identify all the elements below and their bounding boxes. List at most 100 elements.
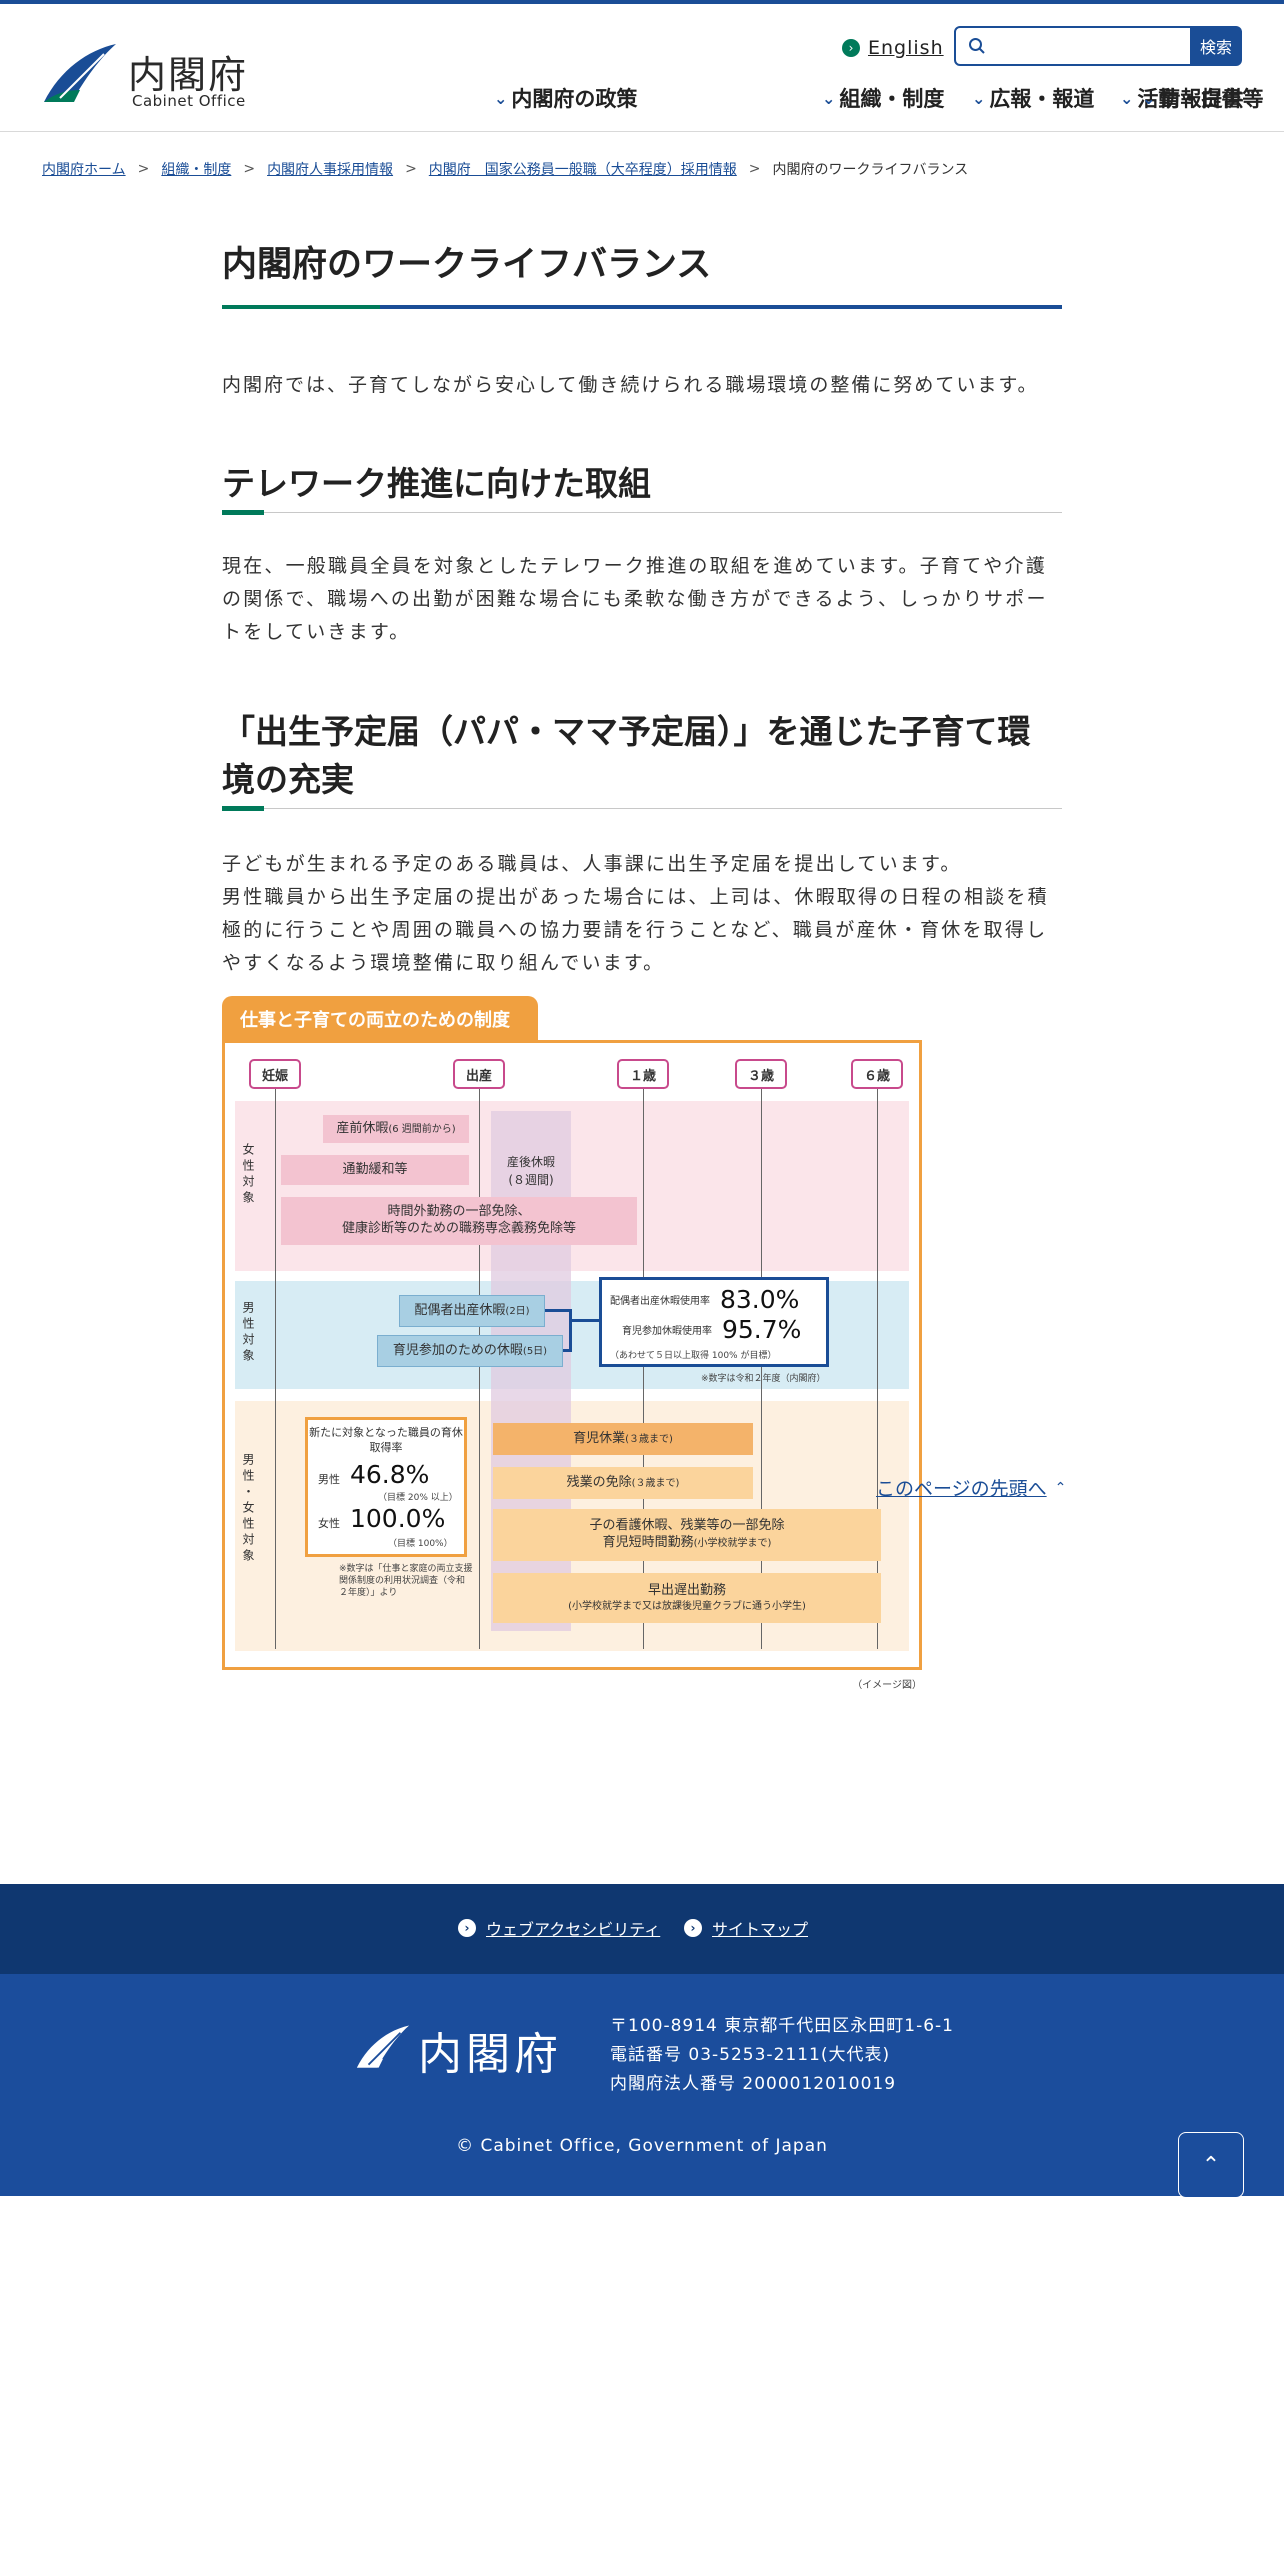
figure-tab-title: 仕事と子育ての両立のための制度 (222, 996, 538, 1042)
page-top-link[interactable]: このページの先頭へ ⌃ (876, 1474, 1066, 1501)
postnatal-label: 産後休暇(８週間) (491, 1153, 571, 1189)
connector-line (569, 1319, 599, 1322)
milestone-birth: 出産 (453, 1059, 505, 1089)
nav-item-info[interactable]: ⌄情報提供 (1142, 80, 1243, 116)
band-label-female: 女性対象 (241, 1143, 255, 1207)
bar-commute-relief: 通勤緩和等 (281, 1155, 469, 1185)
back-to-top-button[interactable]: ⌃ (1178, 2132, 1244, 2198)
chevron-down-icon: ⌄ (1142, 88, 1156, 108)
work-life-figure: 仕事と子育ての両立のための制度 女性対象 男性対象 男性・女性対象 産後休暇(８… (222, 996, 922, 1691)
search-button[interactable]: 検索 (1190, 26, 1242, 66)
chevron-up-icon: ⌃ (1054, 1479, 1067, 1496)
logo-leaf-icon (44, 44, 116, 102)
bar-childcare-participation-leave: 育児参加のための休暇(5日) (377, 1335, 563, 1367)
chevron-down-icon: ⌄ (822, 88, 836, 108)
band-label-both: 男性・女性対象 (241, 1453, 255, 1565)
timeline-line (761, 1089, 762, 1649)
site-logo[interactable]: 内閣府 Cabinet Office (40, 40, 270, 110)
participation-note: (5日) (522, 1345, 548, 1357)
bar-nursing-leave: 子の看護休暇、残業等の一部免除育児短時間勤務(小学校就学まで) (493, 1509, 881, 1561)
spouse-leave-text: 配偶者出産休暇 (414, 1302, 506, 1318)
connector-line (569, 1309, 572, 1352)
prenatal-text: 産前休暇 (336, 1120, 389, 1136)
rate1-label: 配偶者出産休暇使用率 (610, 1295, 710, 1307)
breadcrumb-organization[interactable]: 組織・制度 (161, 162, 232, 178)
connector-line (563, 1349, 571, 1352)
globe-icon: › (842, 39, 860, 57)
section-heading-telework: テレワーク推進に向けた取組 (222, 460, 1062, 515)
timeline-line (877, 1089, 878, 1649)
overtime-line-1: 時間外勤務の一部免除、 (387, 1204, 531, 1220)
breadcrumb-home[interactable]: 内閣府ホーム (42, 162, 126, 178)
timeline-line (479, 1089, 480, 1649)
nursing-line-2: 育児短時間勤務 (602, 1535, 694, 1550)
copyright: © Cabinet Office, Government of Japan (456, 2136, 828, 2156)
childcare-leave-note: (３歳まで) (625, 1433, 673, 1445)
connector-line (545, 1309, 571, 1312)
childcare-leave-text: 育児休業 (573, 1430, 626, 1446)
milestone-pregnancy: 妊娠 (249, 1059, 301, 1089)
english-link[interactable]: › English (842, 34, 944, 62)
footer-link-sitemap[interactable]: › サイトマップ (684, 1916, 808, 1940)
male-value: 46.8% (350, 1460, 430, 1489)
nav-item-organization[interactable]: ⌄組織・制度 (822, 80, 944, 116)
overtime-exempt-text: 残業の免除 (566, 1474, 632, 1490)
page-title: 内閣府のワークライフバランス (222, 236, 1062, 309)
nav-item-label: 広報・報道 (989, 87, 1095, 111)
male-label: 男性 (318, 1473, 340, 1486)
main-content: 内閣府のワークライフバランス 内閣府では、子育てしながら安心して働き続けられる職… (222, 236, 1062, 1691)
logo-text-en: Cabinet Office (132, 92, 246, 110)
timeline-line (275, 1089, 276, 1649)
footer-link-label: サイトマップ (712, 1920, 809, 1939)
site-footer: 内閣府 〒100-8914 東京都千代田区永田町1-6-1 電話番号 03-52… (0, 1974, 1284, 2196)
footer-link-label: ウェブアクセシビリティ (486, 1920, 661, 1939)
page-top-link-label: このページの先頭へ (876, 1478, 1047, 1500)
female-value: 100.0% (350, 1504, 446, 1533)
section-heading-birth-notice: 「出生予定届（パパ・ママ予定届）」を通じた子育て環境の充実 (222, 708, 1062, 811)
breadcrumb-recruitment[interactable]: 内閣府人事採用情報 (267, 162, 394, 178)
breadcrumb-separator: > (405, 161, 417, 177)
nav-item-label: 内閣府の政策 (511, 87, 638, 111)
section-body-birth-notice-1: 子どもが生まれる予定のある職員は、人事課に出生予定届を提出しています。 (222, 853, 962, 875)
footer-logo-text: 内閣府 (418, 2029, 562, 2080)
rate-target-note: （あわせて５日以上取得 100% が目標） (610, 1351, 777, 1361)
male-target: （目標 20% 以上） (378, 1493, 458, 1503)
band-label-male: 男性対象 (241, 1301, 255, 1365)
new-target-head: 新たに対象となった職員の育休取得率 (309, 1426, 463, 1454)
breadcrumb-general-service[interactable]: 内閣府 国家公務員一般職（大卒程度）採用情報 (428, 162, 737, 178)
overtime-line-2: 健康診断等のための職務専念義務免除等 (341, 1221, 576, 1236)
circle-arrow-icon: › (684, 1919, 702, 1937)
english-label: English (868, 37, 944, 59)
bar-early-late-work: 早出遅出勤務(小学校就学まで又は放課後児童クラブに通う小学生) (493, 1573, 881, 1623)
prenatal-note: (6 週間前から) (388, 1123, 456, 1135)
chevron-down-icon: ⌄ (1120, 88, 1134, 108)
footer-address: 〒100-8914 東京都千代田区永田町1-6-1 (610, 2016, 954, 2036)
chevron-up-icon: ⌃ (1201, 2152, 1221, 2178)
figure-image-note: （イメージ図） (852, 1680, 922, 1691)
search-input[interactable] (996, 32, 1186, 60)
nursing-line-1: 子の看護休暇、残業等の一部免除 (589, 1518, 785, 1534)
rate2-label: 育児参加休暇使用率 (622, 1325, 712, 1337)
nav-item-pr[interactable]: ⌄広報・報道 (972, 80, 1094, 116)
milestone-age-3: ３歳 (735, 1059, 787, 1089)
bar-prenatal-leave: 産前休暇(6 週間前から) (323, 1115, 469, 1143)
overtime-exempt-note: (３歳まで) (631, 1477, 680, 1489)
bar-spouse-birth-leave: 配偶者出産休暇(2日) (399, 1295, 545, 1327)
logo-text-ja: 内閣府 (128, 53, 249, 97)
footer-link-accessibility[interactable]: › ウェブアクセシビリティ (458, 1916, 660, 1940)
logo-leaf-icon (356, 2025, 410, 2068)
bar-childcare-leave: 育児休業(３歳まで) (493, 1423, 753, 1455)
chevron-down-icon: ⌄ (972, 88, 986, 108)
postnatal-note: (８週間) (508, 1173, 554, 1187)
nav-item-activities[interactable]: ⌄活動・白書等 (1120, 80, 1263, 116)
nav-item-policy[interactable]: ⌄内閣府の政策 (494, 80, 637, 116)
chevron-down-icon: ⌄ (494, 88, 508, 108)
breadcrumb-separator: > (137, 161, 150, 177)
participation-text: 育児参加のための休暇 (392, 1342, 523, 1358)
breadcrumb-separator: > (748, 161, 761, 177)
early-late-line-2: (小学校就学まで又は放課後児童クラブに通う小学生) (568, 1600, 806, 1612)
female-label: 女性 (318, 1517, 340, 1530)
